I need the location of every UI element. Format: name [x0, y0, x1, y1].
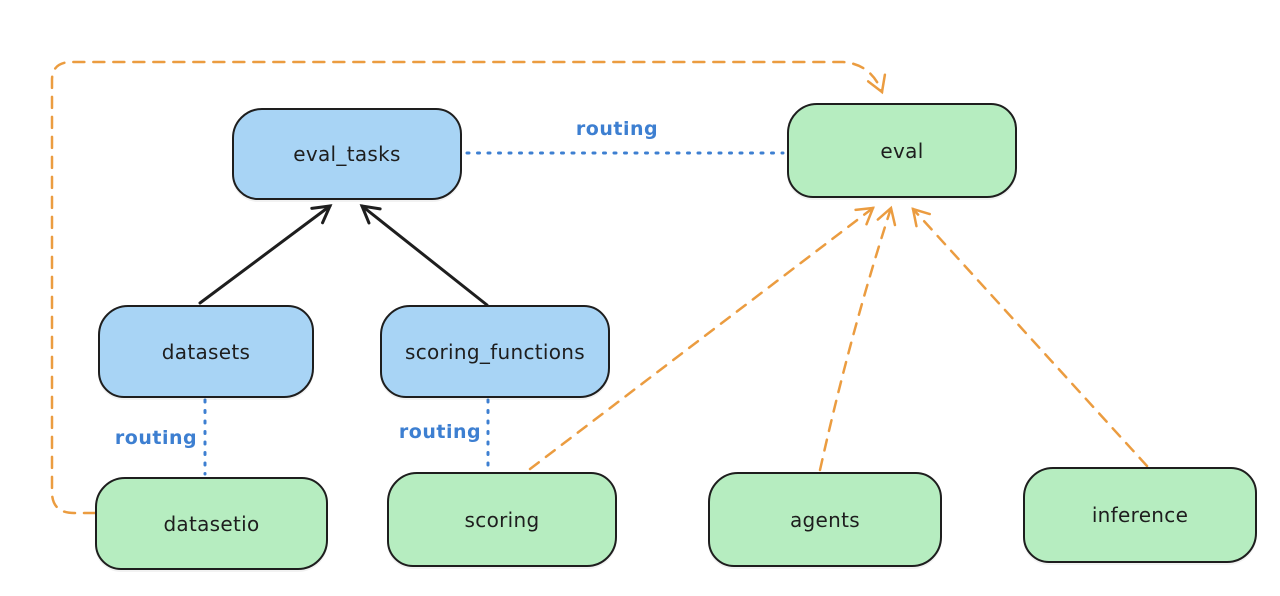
- node-datasets-label: datasets: [161, 339, 251, 364]
- node-eval: eval: [787, 103, 1017, 198]
- edge-datasetio-to-eval: [50, 60, 887, 515]
- node-scoring-label: scoring: [464, 507, 540, 532]
- node-datasetio-label: datasetio: [163, 511, 260, 536]
- node-agents: agents: [708, 472, 942, 567]
- node-scoring-functions-label: scoring_functions: [404, 339, 586, 364]
- edge-datasets-to-eval-tasks: [198, 204, 333, 305]
- node-agents-label: agents: [790, 507, 860, 532]
- node-eval-tasks-label: eval_tasks: [293, 142, 401, 166]
- node-scoring-functions: scoring_functions: [380, 305, 610, 398]
- routing-label-scoring-functions-scoring: routing: [398, 421, 482, 443]
- edge-inference-to-eval: [911, 207, 1149, 468]
- node-datasets: datasets: [98, 305, 314, 398]
- edge-scoring-to-eval: [528, 206, 875, 471]
- node-datasetio: datasetio: [95, 477, 328, 570]
- routing-label-datasets-datasetio: routing: [114, 427, 198, 449]
- edge-scoring-functions-to-eval-tasks: [359, 204, 489, 307]
- node-scoring: scoring: [387, 472, 617, 567]
- routing-label-eval-tasks-eval: routing: [575, 118, 659, 140]
- edge-agents-to-eval: [818, 205, 897, 472]
- node-inference-label: inference: [1091, 503, 1189, 527]
- node-eval-tasks: eval_tasks: [232, 108, 462, 200]
- node-eval-label: eval: [880, 138, 924, 163]
- node-inference: inference: [1023, 467, 1257, 563]
